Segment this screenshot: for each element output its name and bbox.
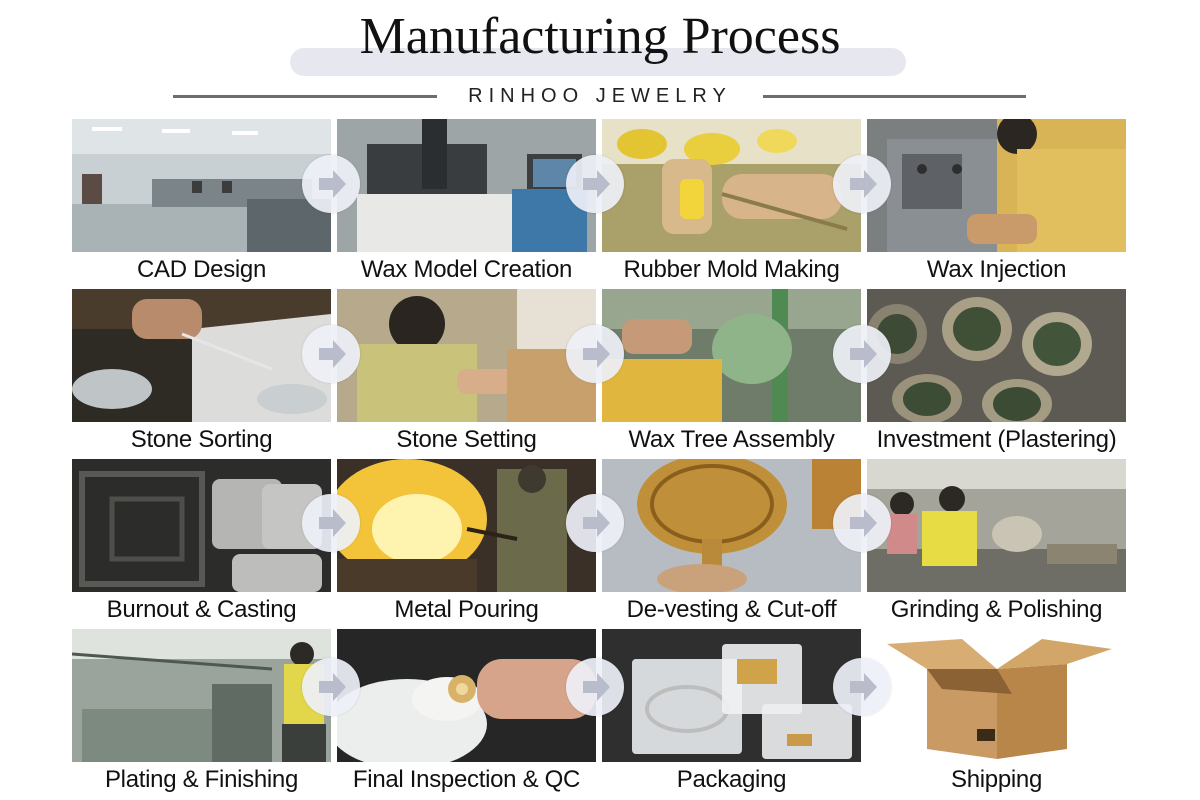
step-label: Wax Model Creation bbox=[360, 256, 573, 283]
step-label: Grinding & Polishing bbox=[890, 596, 1103, 623]
photo-wax-model-creation bbox=[337, 119, 596, 252]
arrow-right-icon bbox=[833, 325, 891, 383]
arrow-right-icon bbox=[302, 494, 360, 552]
step-label: Rubber Mold Making bbox=[623, 256, 840, 283]
step-de-vesting-cut-off: De-vesting & Cut-off bbox=[602, 459, 861, 629]
arrow-right-icon bbox=[302, 325, 360, 383]
photo-shipping bbox=[867, 629, 1126, 762]
arrow-right-icon bbox=[566, 325, 624, 383]
photo-stone-sorting bbox=[72, 289, 331, 422]
step-stone-sorting: Stone Sorting bbox=[72, 289, 331, 459]
photo-grinding-polishing bbox=[867, 459, 1126, 592]
step-investment-plastering: Investment (Plastering) bbox=[867, 289, 1126, 459]
step-shipping: Shipping bbox=[867, 629, 1126, 799]
step-grinding-polishing: Grinding & Polishing bbox=[867, 459, 1126, 629]
arrow-right-icon bbox=[566, 494, 624, 552]
step-label: Burnout & Casting bbox=[106, 596, 297, 623]
divider-left bbox=[173, 95, 437, 98]
step-packaging: Packaging bbox=[602, 629, 861, 799]
photo-rubber-mold-making bbox=[602, 119, 861, 252]
photo-de-vesting-cut-off bbox=[602, 459, 861, 592]
step-cad-design: CAD Design bbox=[72, 119, 331, 289]
step-final-inspection-qc: Final Inspection & QC bbox=[337, 629, 596, 799]
step-label: Stone Setting bbox=[396, 426, 537, 453]
arrow-right-icon bbox=[833, 658, 891, 716]
arrow-right-icon bbox=[833, 155, 891, 213]
photo-cad-design bbox=[72, 119, 331, 252]
step-rubber-mold-making: Rubber Mold Making bbox=[602, 119, 861, 289]
step-metal-pouring: Metal Pouring bbox=[337, 459, 596, 629]
title-highlight bbox=[290, 48, 906, 76]
photo-packaging bbox=[602, 629, 861, 762]
step-plating-finishing: Plating & Finishing bbox=[72, 629, 331, 799]
arrow-right-icon bbox=[566, 658, 624, 716]
photo-investment-plastering bbox=[867, 289, 1126, 422]
step-label: Shipping bbox=[950, 766, 1042, 793]
step-burnout-casting: Burnout & Casting bbox=[72, 459, 331, 629]
step-label: Stone Sorting bbox=[130, 426, 273, 453]
step-wax-tree-assembly: Wax Tree Assembly bbox=[602, 289, 861, 459]
brand-subtitle: RINHOO JEWELRY bbox=[468, 85, 732, 107]
photo-plating-finishing bbox=[72, 629, 331, 762]
step-label: Plating & Finishing bbox=[104, 766, 299, 793]
arrow-right-icon bbox=[566, 155, 624, 213]
photo-wax-tree-assembly bbox=[602, 289, 861, 422]
photo-stone-setting bbox=[337, 289, 596, 422]
step-wax-model-creation: Wax Model Creation bbox=[337, 119, 596, 289]
arrow-right-icon bbox=[302, 155, 360, 213]
step-label: Wax Injection bbox=[926, 256, 1067, 283]
photo-wax-injection bbox=[867, 119, 1126, 252]
step-label: Packaging bbox=[676, 766, 787, 793]
step-label: Investment (Plastering) bbox=[876, 426, 1117, 453]
arrow-right-icon bbox=[833, 494, 891, 552]
step-label: Final Inspection & QC bbox=[352, 766, 581, 793]
step-stone-setting: Stone Setting bbox=[337, 289, 596, 459]
step-label: Metal Pouring bbox=[394, 596, 539, 623]
step-label: CAD Design bbox=[136, 256, 267, 283]
photo-final-inspection-qc bbox=[337, 629, 596, 762]
arrow-right-icon bbox=[302, 658, 360, 716]
photo-metal-pouring bbox=[337, 459, 596, 592]
divider-right bbox=[763, 95, 1026, 98]
page-title: Manufacturing Process bbox=[359, 8, 841, 65]
photo-burnout-casting bbox=[72, 459, 331, 592]
step-label: De-vesting & Cut-off bbox=[626, 596, 837, 623]
process-grid: CAD Design Wax Model Creation bbox=[72, 119, 1126, 799]
step-wax-injection: Wax Injection bbox=[867, 119, 1126, 289]
step-label: Wax Tree Assembly bbox=[628, 426, 835, 453]
